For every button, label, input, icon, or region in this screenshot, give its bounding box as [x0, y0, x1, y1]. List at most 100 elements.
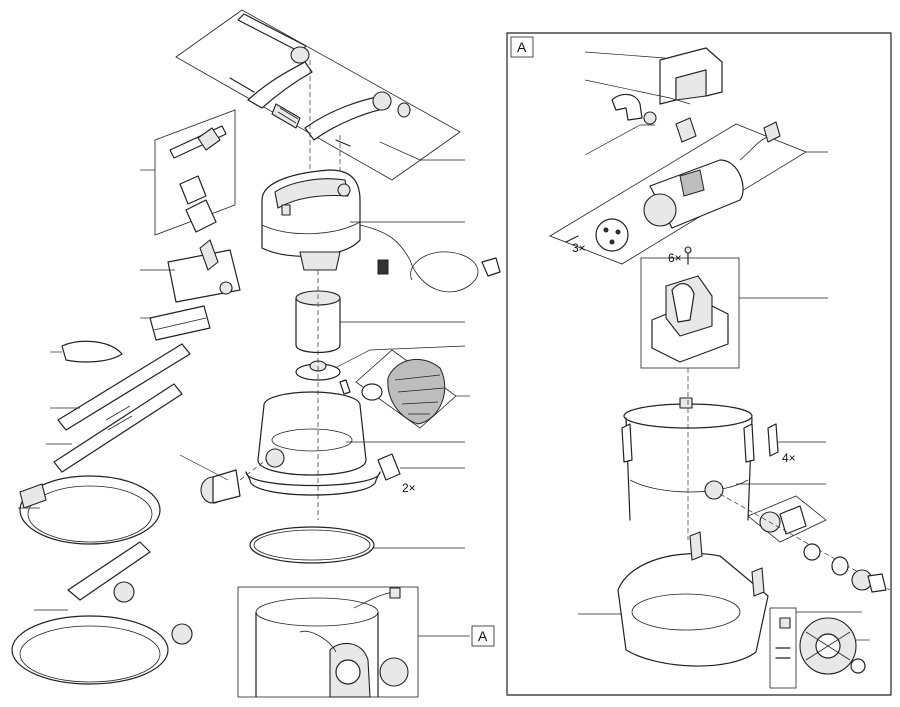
tank-clips-4x [767, 423, 779, 457]
leader-bracket [584, 51, 666, 59]
hose-coupling-top [113, 581, 135, 603]
hose-cuff [19, 483, 47, 509]
tank-top-clip [679, 397, 693, 409]
tank-handle-left [621, 423, 633, 463]
combo-nozzle-neck [199, 239, 219, 271]
handle-panel-outline [175, 9, 461, 181]
upholstery-tool [185, 199, 217, 233]
carry-bar [237, 13, 307, 53]
motor-base [299, 251, 341, 271]
bowl-wall [257, 404, 367, 476]
handle-knob [372, 91, 392, 111]
latch-clip [377, 453, 401, 481]
gasket-inner [253, 529, 371, 561]
cable-connector [389, 587, 401, 599]
panel-a-tag: A [510, 36, 534, 58]
base-body [617, 553, 769, 667]
detail-bolt [779, 617, 791, 629]
mount-clamp [671, 283, 695, 323]
tank-rim [255, 597, 379, 627]
tank-clip [767, 423, 779, 457]
internal-hose [299, 630, 337, 653]
nozzle-set [154, 109, 236, 236]
motor-seam [261, 221, 361, 235]
latch-clips [377, 453, 401, 481]
tank-walls [625, 417, 753, 521]
disc-hole-1 [603, 227, 609, 233]
elbow-body [611, 93, 643, 121]
nozzle-box [154, 109, 236, 236]
gasket-outer [249, 526, 375, 564]
motor-head [261, 169, 361, 271]
elbow-nut [643, 111, 657, 125]
bowl-inner-ring [271, 428, 353, 452]
handle-grip [271, 103, 301, 129]
impeller-blades [805, 631, 851, 661]
leader-inlet [179, 454, 229, 481]
hose-coil-2 [27, 485, 153, 543]
pump-base-mount [640, 257, 740, 369]
cable-plug-socket [377, 259, 389, 275]
float-valve [295, 360, 341, 381]
callout-cable [353, 591, 395, 609]
crevice-tool [179, 175, 207, 205]
panel-a-letter: A [517, 39, 527, 55]
tank-base [617, 531, 769, 667]
leader-handle [379, 141, 465, 161]
outlet-connector [747, 495, 827, 543]
suction-tubes [53, 343, 191, 473]
outlet-washers [803, 543, 887, 593]
clip-top [339, 379, 351, 395]
discharge-coil [11, 615, 169, 685]
tank-handle-right [743, 423, 755, 463]
hose-wand [67, 541, 151, 601]
leader-fittings [584, 124, 655, 156]
discharge-coil-2 [19, 625, 161, 683]
screw-left [229, 77, 255, 93]
power-cable [359, 224, 479, 293]
floor-nozzle-neck [197, 127, 221, 151]
qty-4x-label: 4× [782, 451, 796, 465]
filter-bag [387, 358, 446, 425]
bowl-inlet [265, 448, 285, 468]
motor-top-panel [274, 178, 349, 209]
pump-bracket [659, 47, 723, 105]
qty-3x-label: 3× [572, 241, 586, 255]
pump-screw [565, 235, 579, 243]
handle-left-arm [247, 61, 313, 109]
fitting-body [675, 117, 697, 143]
hose-coupling-bottom [171, 623, 193, 645]
straight-fitting [675, 117, 697, 143]
outlet-body [779, 505, 807, 535]
pump-connector [763, 121, 781, 143]
axis-inlet [239, 459, 267, 481]
inlet-connector [200, 469, 241, 504]
bag-texture [394, 374, 445, 415]
pump-motor-panel [549, 121, 807, 265]
handle-assembly [175, 9, 461, 181]
tube-1 [57, 343, 191, 431]
suction-hose [19, 475, 161, 545]
impeller-detail [769, 607, 866, 689]
outlet-box [747, 495, 827, 543]
pump-port [335, 659, 361, 685]
base-post-2 [751, 567, 765, 597]
connector-body [212, 469, 241, 504]
tube-joint [105, 405, 133, 431]
panel-a-frame [506, 32, 892, 696]
bar-end-cap [290, 46, 310, 64]
impeller-cap [850, 658, 866, 674]
discharge-hose [11, 541, 193, 685]
outlet-nipple [867, 573, 887, 593]
callout-frame [237, 586, 419, 698]
screw-right [335, 139, 351, 147]
callout-a-letter: A [478, 628, 488, 644]
lower-tank-callout [237, 586, 419, 698]
detail-strip [769, 607, 797, 689]
leader-float [334, 345, 466, 369]
disc-hole-2 [615, 229, 621, 235]
qty-2x-label: 2× [402, 481, 416, 495]
tube-2 [53, 383, 183, 473]
combo-nozzle-wheel [219, 281, 233, 295]
